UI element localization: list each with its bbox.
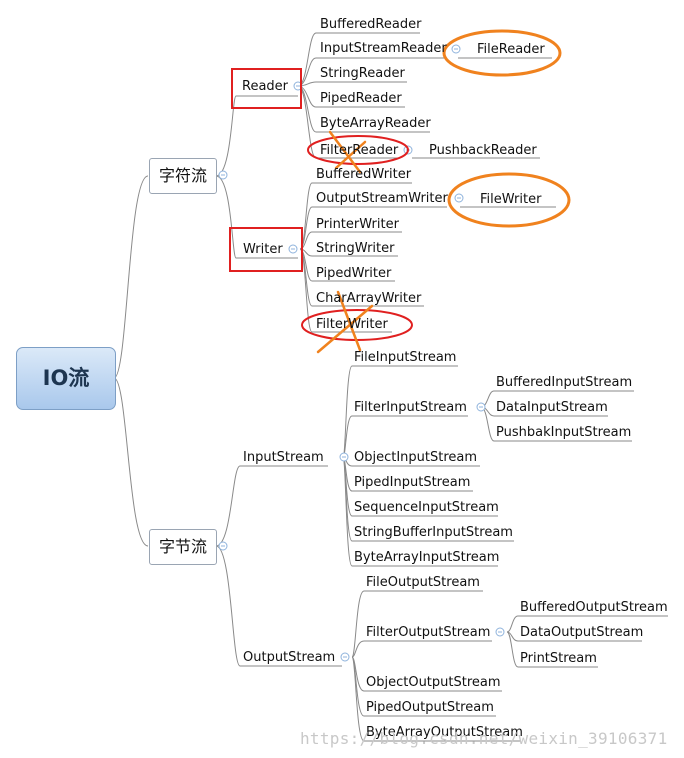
writer-child[interactable]: OutputStreamWriter	[316, 191, 448, 206]
cross-out-icon	[328, 130, 362, 174]
reader-child[interactable]: ByteArrayReader	[320, 116, 431, 131]
reader-highlight-box	[231, 68, 302, 109]
outputstream-child[interactable]: ByteArrayOutputStream	[366, 725, 523, 740]
filereader-node[interactable]: FileReader	[477, 42, 545, 57]
watermark: https://blog.csdn.net/weixin_39106371	[300, 729, 668, 748]
writer-child[interactable]: StringWriter	[316, 241, 395, 256]
writer-child[interactable]: PrinterWriter	[316, 217, 399, 232]
writer-highlight-box	[229, 227, 303, 272]
reader-child[interactable]: BufferedReader	[320, 17, 422, 32]
outputstream-child[interactable]: PipedOutputStream	[366, 700, 494, 715]
pushbackreader-node[interactable]: PushbackReader	[429, 143, 537, 158]
inputstream-node[interactable]: InputStream	[243, 450, 324, 465]
inputstream-child[interactable]: StringBufferInputStream	[354, 525, 513, 540]
filteroutputstream-child[interactable]: BufferedOutputStream	[520, 600, 668, 615]
outputstream-node[interactable]: OutputStream	[243, 650, 336, 665]
highlight-ellipse	[447, 172, 571, 228]
filterinputstream-child[interactable]: BufferedInputStream	[496, 375, 633, 390]
writer-node[interactable]: Writer	[243, 242, 283, 257]
inputstream-child[interactable]: ByteArrayInputStream	[354, 550, 500, 565]
inputstream-child[interactable]: PipedInputStream	[354, 475, 471, 490]
writer-child[interactable]: PipedWriter	[316, 266, 392, 281]
char-stream-node[interactable]: 字符流	[149, 158, 217, 194]
reader-node[interactable]: Reader	[242, 79, 289, 94]
outputstream-child[interactable]: FilterOutputStream	[366, 625, 491, 640]
inputstream-child[interactable]: SequenceInputStream	[354, 500, 499, 515]
cross-out-icon	[336, 290, 362, 352]
reader-child[interactable]: PipedReader	[320, 91, 402, 106]
reader-child[interactable]: FilterReader	[320, 143, 399, 158]
filterinputstream-child[interactable]: PushbakInputStream	[496, 425, 632, 440]
mark-ellipse	[307, 135, 409, 165]
inputstream-child[interactable]: FilterInputStream	[354, 400, 467, 415]
writer-child[interactable]: FilterWriter	[316, 317, 388, 332]
inputstream-child[interactable]: ObjectInputStream	[354, 450, 478, 465]
highlight-ellipse	[442, 29, 562, 77]
inputstream-child[interactable]: FileInputStream	[354, 350, 457, 365]
filewriter-node[interactable]: FileWriter	[480, 192, 542, 207]
outputstream-child[interactable]: FileOutputStream	[366, 575, 480, 590]
writer-child[interactable]: CharArrayWriter	[316, 291, 422, 306]
byte-stream-node[interactable]: 字节流	[149, 529, 217, 565]
reader-child[interactable]: InputStreamReader	[320, 41, 447, 56]
filteroutputstream-child[interactable]: PrintStream	[520, 651, 597, 666]
outputstream-child[interactable]: ObjectOutputStream	[366, 675, 501, 690]
reader-child[interactable]: StringReader	[320, 66, 405, 81]
filterinputstream-child[interactable]: DataInputStream	[496, 400, 608, 415]
filteroutputstream-child[interactable]: DataOutputStream	[520, 625, 644, 640]
writer-child[interactable]: BufferedWriter	[316, 167, 412, 182]
root-node[interactable]: IO流	[16, 347, 116, 410]
